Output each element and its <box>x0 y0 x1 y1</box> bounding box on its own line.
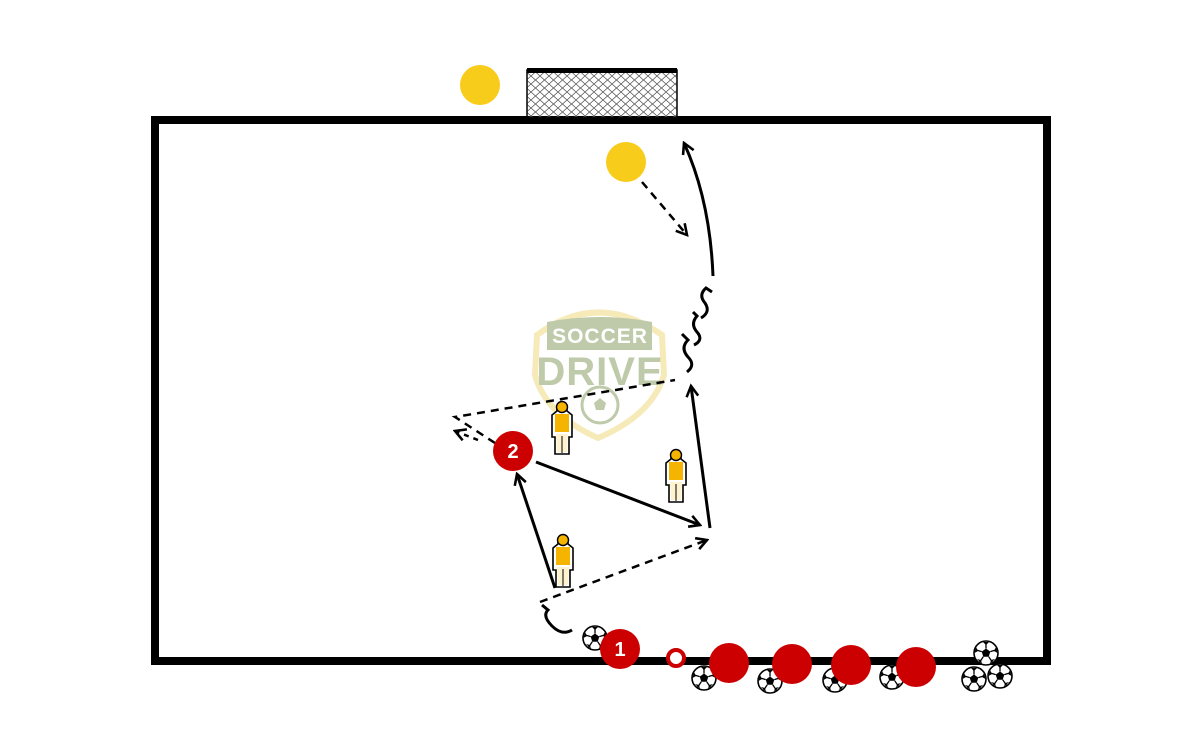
run-arrow-2-tip <box>455 431 478 440</box>
mannequin-icon <box>666 450 686 503</box>
soccer-ball-icon <box>974 641 998 665</box>
red-player-waiting <box>831 645 871 685</box>
dribble-squiggle-3 <box>693 312 700 345</box>
pass-arrow-1-to-2 <box>517 474 555 588</box>
shot-arrow <box>684 143 713 276</box>
pass-arrow-up <box>691 386 710 528</box>
dribble-squiggle-1 <box>542 605 572 632</box>
yellow-player-keeper <box>606 142 646 182</box>
run-arrow-keeper <box>642 182 687 235</box>
player-2-label: 2 <box>507 441 518 463</box>
watermark-line1: SOCCER <box>552 325 648 348</box>
soccer-ball-icon <box>988 664 1012 688</box>
dribble-squiggle-4 <box>701 288 712 318</box>
yellow-player-outside <box>460 65 500 105</box>
player-2: 2 <box>493 431 533 471</box>
red-player-waiting <box>896 647 936 687</box>
dribble-squiggle-2 <box>682 334 692 372</box>
soccer-ball-icon <box>962 667 986 691</box>
mannequin-icon <box>553 535 573 588</box>
player-1-label: 1 <box>614 639 625 661</box>
red-player-waiting <box>772 644 812 684</box>
goal-net-icon <box>527 68 677 118</box>
start-marker <box>668 650 684 666</box>
red-player-waiting <box>709 643 749 683</box>
player-1: 1 <box>600 629 640 669</box>
